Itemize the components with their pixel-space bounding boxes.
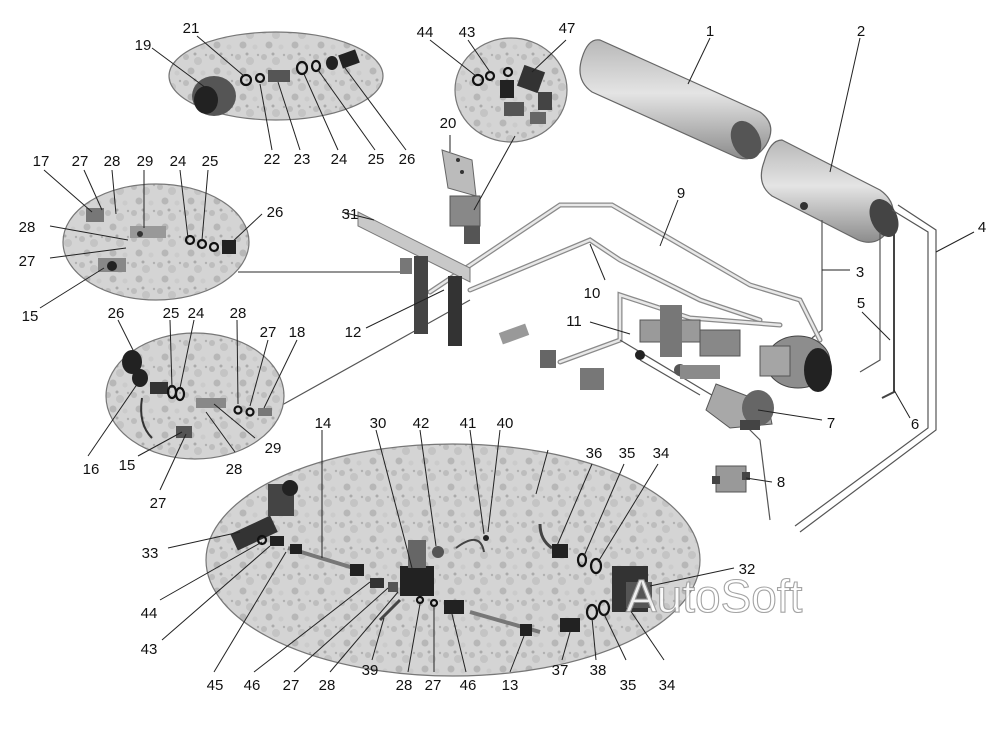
callout-26c: 26 — [108, 305, 125, 322]
valve-8 — [712, 465, 750, 493]
callout-17: 17 — [33, 153, 50, 170]
callout-37: 37 — [552, 662, 569, 679]
callout-42: 42 — [413, 415, 430, 432]
callout-28c: 28 — [230, 305, 247, 322]
callout-27a: 27 — [72, 153, 89, 170]
callout-2: 2 — [857, 23, 865, 40]
callout-8: 8 — [777, 474, 785, 491]
callout-28b: 28 — [19, 219, 36, 236]
callout-20: 20 — [440, 115, 457, 132]
callout-5: 5 — [857, 295, 865, 312]
callout-12: 12 — [345, 324, 362, 341]
callout-24c: 24 — [188, 305, 205, 322]
callout-44a: 44 — [417, 24, 434, 41]
callout-10: 10 — [584, 285, 601, 302]
air-tank-2 — [760, 139, 899, 243]
callout-18: 18 — [289, 324, 306, 341]
callout-24a: 24 — [331, 151, 348, 168]
callout-43b: 43 — [141, 641, 158, 658]
callout-27d: 27 — [150, 495, 167, 512]
callout-19: 19 — [135, 37, 152, 54]
callout-47: 47 — [559, 20, 576, 37]
callout-41: 41 — [460, 415, 477, 432]
callout-1: 1 — [706, 23, 714, 40]
callout-23: 23 — [294, 151, 311, 168]
callout-33: 33 — [142, 545, 159, 562]
control-valve-20 — [441, 149, 481, 244]
callout-46b: 46 — [460, 677, 477, 694]
mounting-bracket — [357, 211, 471, 346]
callout-27e: 27 — [283, 677, 300, 694]
callout-39: 39 — [362, 662, 379, 679]
callout-28a: 28 — [104, 153, 121, 170]
callout-21: 21 — [183, 20, 200, 37]
callout-25a: 25 — [368, 151, 385, 168]
callout-35b: 35 — [620, 677, 637, 694]
brake-chamber-large — [759, 335, 832, 392]
callout-25c: 25 — [163, 305, 180, 322]
callout-26a: 26 — [399, 151, 416, 168]
detail-bubble-left-lower — [105, 332, 285, 460]
callout-40: 40 — [497, 415, 514, 432]
callout-34a: 34 — [653, 445, 670, 462]
detail-bubble-top-center — [454, 37, 568, 143]
callout-31: 31 — [342, 206, 359, 223]
valve-7 — [705, 383, 774, 430]
callout-29b: 29 — [265, 440, 282, 457]
callout-24b: 24 — [170, 153, 187, 170]
callout-28d: 28 — [226, 461, 243, 478]
callout-27b: 27 — [19, 253, 36, 270]
callout-29a: 29 — [137, 153, 154, 170]
callout-22: 22 — [264, 151, 281, 168]
leader-lines — [39, 35, 975, 673]
detail-bubble-left-mid — [62, 183, 250, 301]
callout-44b: 44 — [141, 605, 158, 622]
callout-labels: 1 2 3 4 5 6 7 8 9 10 11 12 13 14 15 15 1… — [19, 20, 987, 694]
callout-30: 30 — [370, 415, 387, 432]
callout-27f: 27 — [425, 677, 442, 694]
callout-7: 7 — [827, 415, 835, 432]
callout-25b: 25 — [202, 153, 219, 170]
callout-13: 13 — [502, 677, 519, 694]
callout-9: 9 — [677, 185, 685, 202]
callout-38: 38 — [590, 662, 607, 679]
callout-15a: 15 — [22, 308, 39, 325]
air-tank-1 — [579, 39, 772, 160]
valve-cluster — [498, 305, 741, 390]
pipe-network — [238, 202, 937, 533]
callout-46a: 46 — [244, 677, 261, 694]
callout-14: 14 — [315, 415, 332, 432]
callout-27c: 27 — [260, 324, 277, 341]
callout-16: 16 — [83, 461, 100, 478]
detail-bubble-bottom — [205, 443, 701, 677]
callout-26b: 26 — [267, 204, 284, 221]
watermark-text: AutoSoft — [626, 570, 803, 622]
callout-15b: 15 — [119, 457, 136, 474]
callout-36: 36 — [586, 445, 603, 462]
callout-6: 6 — [911, 416, 919, 433]
callout-45: 45 — [207, 677, 224, 694]
callout-43a: 43 — [459, 24, 476, 41]
callout-35a: 35 — [619, 445, 636, 462]
callout-3: 3 — [856, 264, 864, 281]
callout-34b: 34 — [659, 677, 676, 694]
callout-4: 4 — [978, 219, 986, 236]
callout-32: 32 — [739, 561, 756, 578]
callout-28f: 28 — [396, 677, 413, 694]
callout-11: 11 — [566, 313, 582, 330]
callout-28e: 28 — [319, 677, 336, 694]
